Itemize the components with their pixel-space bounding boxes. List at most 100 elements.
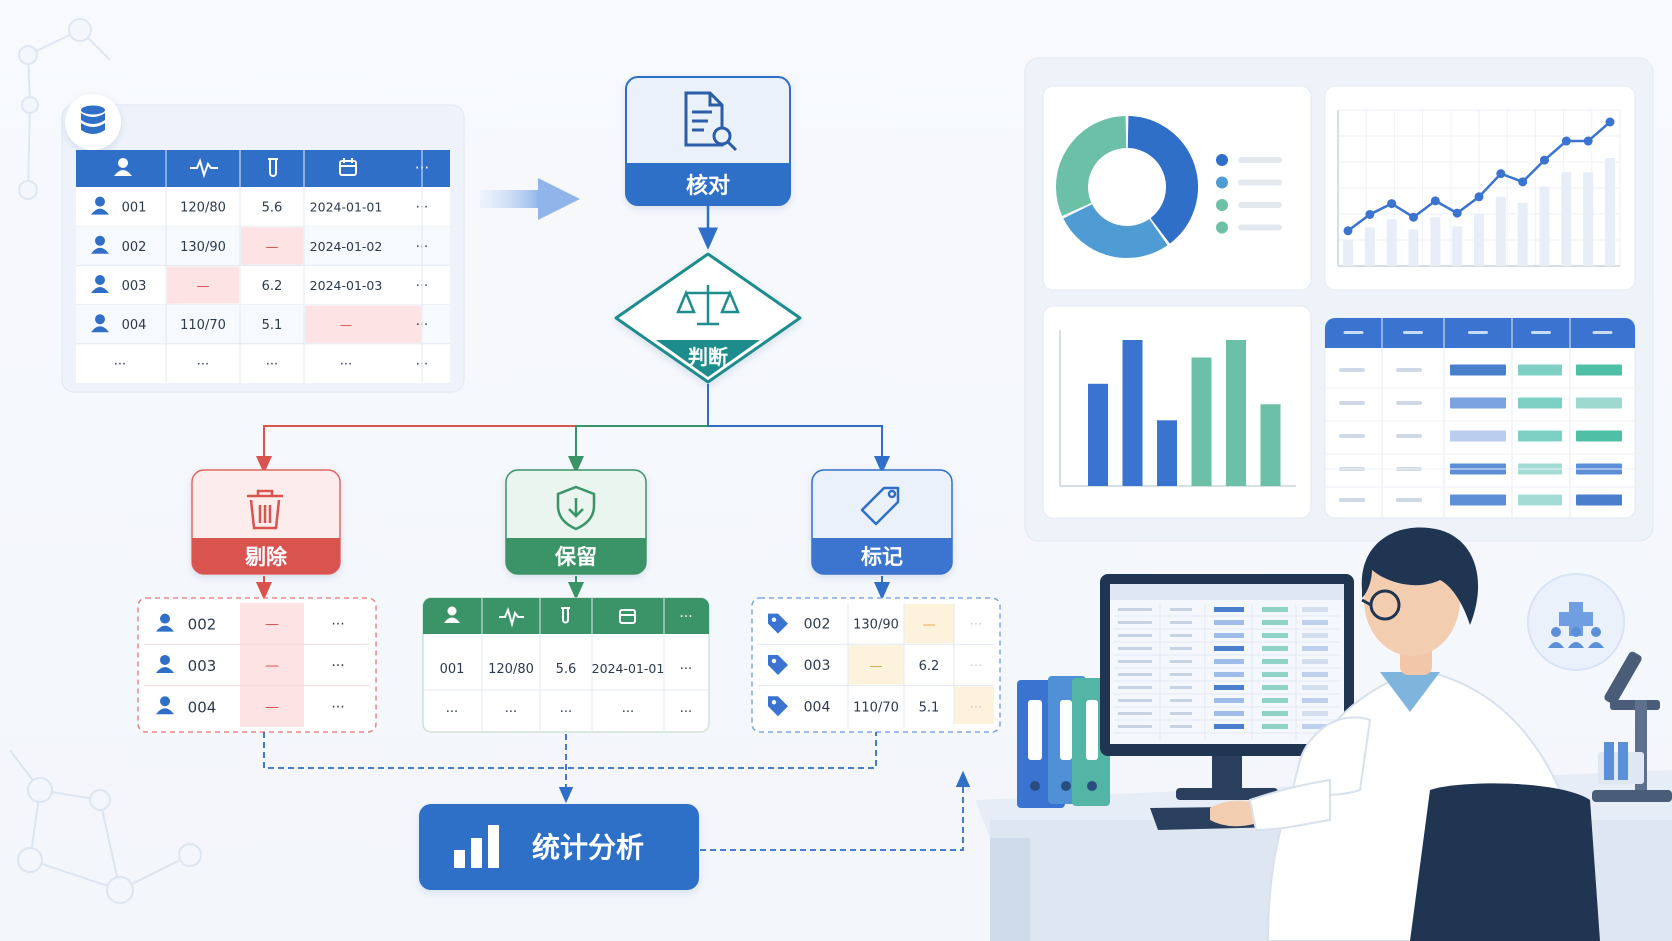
bar <box>1226 340 1246 486</box>
user-icon <box>114 158 132 176</box>
background-bar <box>1386 219 1397 266</box>
screen-cell <box>1170 712 1192 715</box>
donut-slice <box>1063 203 1168 258</box>
screen-cell <box>1118 647 1152 650</box>
blood-pressure: — <box>870 659 883 674</box>
mark-label: 标记 <box>861 545 903 569</box>
chair <box>1410 783 1600 941</box>
cell-placeholder <box>1518 430 1562 442</box>
legend-placeholder-bar <box>1238 157 1282 163</box>
screen-cell <box>1118 712 1152 715</box>
merge-dashed-connector <box>263 732 877 769</box>
flagged-cell <box>954 686 994 724</box>
screen-cell <box>1118 686 1152 689</box>
data-point <box>1496 169 1506 179</box>
data-point <box>1452 208 1462 218</box>
data-point <box>1518 177 1528 187</box>
tag-icon <box>768 613 788 634</box>
molecule-decoration-bottom-left <box>9 749 202 904</box>
ellipsis-cell: ··· <box>114 357 126 372</box>
header-placeholder <box>1403 331 1423 334</box>
binders <box>1017 676 1110 808</box>
bar-chart <box>1059 330 1296 487</box>
bar <box>1260 404 1281 486</box>
user-icon <box>91 275 109 293</box>
row-more: ··· <box>970 618 982 633</box>
screen-cell <box>1262 698 1288 703</box>
user-icon <box>91 314 109 333</box>
header-more: ··· <box>679 609 692 625</box>
screen-cell <box>1262 620 1288 625</box>
screen-cell <box>1302 698 1328 703</box>
test-tube-icon <box>561 607 570 624</box>
user-icon <box>156 654 174 673</box>
ellipsis-cell: ··· <box>505 705 517 720</box>
data-point <box>1409 212 1418 222</box>
user-icon <box>91 235 109 254</box>
patient-id: 004 <box>188 698 217 716</box>
screen-cell <box>1302 633 1328 638</box>
patient-id: 001 <box>440 662 465 677</box>
screen-cell <box>1262 659 1288 664</box>
data-point <box>1605 117 1615 127</box>
missing-value: — <box>265 699 279 715</box>
cell-placeholder <box>1576 430 1622 442</box>
screen-cell <box>1302 711 1328 716</box>
screen-cell <box>1262 646 1288 651</box>
screen-cell <box>1302 659 1328 664</box>
blood-pressure: 110/70 <box>180 318 226 333</box>
tag-icon <box>860 486 900 526</box>
cell-placeholder <box>1339 434 1365 438</box>
background-bar <box>1430 217 1441 266</box>
cell-placeholder <box>1450 364 1506 376</box>
screen-cell <box>1214 620 1244 625</box>
missing-value-cell <box>241 227 303 265</box>
bar <box>1088 383 1108 486</box>
background-bar <box>1452 226 1463 266</box>
lab-value: 6.2 <box>919 659 940 674</box>
user-icon <box>91 196 109 215</box>
missing-value-cell <box>305 305 421 343</box>
pulse-icon <box>499 607 524 628</box>
user-icon <box>444 606 460 623</box>
data-point <box>1583 136 1593 146</box>
flagged-cell <box>848 645 904 685</box>
screen-cell <box>1262 685 1288 690</box>
cell-placeholder <box>1396 401 1422 405</box>
screen-cell <box>1214 698 1244 703</box>
screen-cell <box>1262 724 1288 729</box>
data-point <box>1540 155 1549 165</box>
screen-cell <box>1170 647 1192 650</box>
ellipsis-cell: ··· <box>446 705 458 720</box>
stats-label: 统计分析 <box>532 831 644 864</box>
header-placeholder <box>1531 331 1551 334</box>
delete-label: 剔除 <box>244 545 288 569</box>
legend-placeholder-bar <box>1238 179 1282 186</box>
blood-pressure: — <box>197 279 210 294</box>
background-bar <box>1605 158 1615 266</box>
lab-value: 5.1 <box>919 700 940 715</box>
arrow-judge-to-keep <box>568 384 709 474</box>
screen-cell <box>1262 711 1288 716</box>
header-placeholder <box>1592 331 1613 334</box>
screen-cell <box>1214 724 1244 729</box>
visit-date: 2024-01-03 <box>310 278 383 293</box>
table-row: ··············· <box>446 705 692 720</box>
bar-chart-icon <box>454 825 499 868</box>
screen-cell <box>1302 685 1328 690</box>
blood-pressure: 120/80 <box>180 201 226 216</box>
donut-slice <box>1056 116 1128 216</box>
blood-pressure: 130/90 <box>853 618 899 633</box>
stats-to-dashboard-connector <box>700 770 971 851</box>
tag-icon <box>768 654 788 675</box>
judge-label: 判断 <box>688 345 728 369</box>
cell-placeholder <box>1396 434 1422 438</box>
row-more: ··· <box>970 700 982 715</box>
blood-pressure: 120/80 <box>488 662 534 677</box>
donut-slice <box>1127 116 1198 244</box>
cell-placeholder <box>1396 368 1422 372</box>
flagged-cell <box>904 604 954 644</box>
keep-label: 保留 <box>554 545 597 569</box>
document-search-icon <box>684 91 738 152</box>
